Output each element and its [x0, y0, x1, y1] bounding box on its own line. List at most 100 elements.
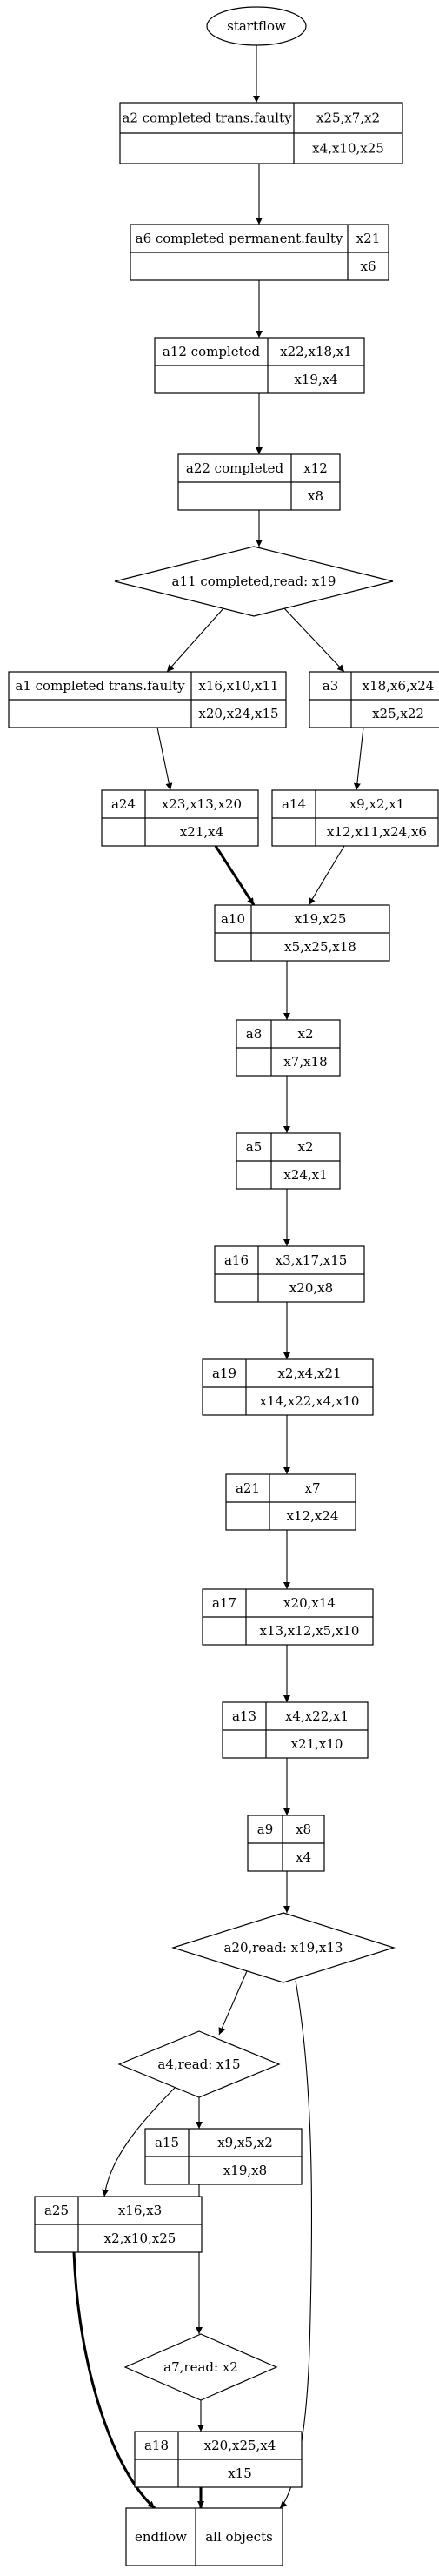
decision-diamond	[114, 546, 394, 617]
record-label: a1 completed trans.faulty	[15, 678, 185, 694]
record-label: a5	[246, 1139, 263, 1155]
record-node-a10: a10 x19,x25 x5,x25,x18	[214, 904, 390, 962]
record-node-a2: a2 completed trans.faulty x25,x7,x2 x4,x10…	[119, 102, 403, 164]
record-top-vars: x22,x18,x1	[280, 344, 352, 359]
record-label: a17	[212, 1595, 236, 1611]
record-top-vars: x2	[297, 1026, 313, 1042]
record-label: a13	[232, 1708, 256, 1724]
start-label: startflow	[227, 18, 286, 34]
record-bottom-vars: x13,x12,x5,x10	[260, 1623, 360, 1639]
record-node-a17: a17 x20,x14 x13,x12,x5,x10	[202, 1588, 374, 1646]
record-label: a14	[282, 796, 306, 812]
record-node-a15: a15 x9,x5,x2 x19,x8	[144, 2128, 303, 2185]
decision-label: a4,read: x15	[157, 2056, 240, 2072]
record-label: a9	[257, 1821, 274, 1837]
record-top-vars: x8	[296, 1821, 311, 1837]
edge-a24-to-a10	[214, 845, 256, 906]
record-bottom-vars: x21,x4	[180, 824, 223, 840]
edge-a3-to-a14	[353, 727, 364, 791]
record-top-vars: x25,x7,x2	[316, 111, 380, 126]
record-node-a14: a14 x9,x2,x1 x12,x11,x24,x6	[271, 789, 439, 847]
record-bottom-vars: x7,x18	[283, 1054, 327, 1070]
record-node-a3: a3 x18,x6,x24 x25,x22	[309, 671, 439, 728]
record-bottom-vars: x4	[296, 1849, 311, 1865]
record-label: a8	[246, 1026, 263, 1042]
record-bottom-vars: x25,x22	[372, 706, 424, 721]
record-label: a2 completed trans.faulty	[122, 111, 292, 126]
record-bottom-vars: x19,x8	[223, 2163, 267, 2178]
record-label: a6 completed permanent.faulty	[136, 231, 343, 246]
decision-node-a20: a20,read: x19,x13	[171, 1912, 396, 1983]
record-top-vars: x16,x10,x11	[198, 678, 278, 694]
record-bottom-vars: x8	[308, 488, 323, 504]
record-label: a21	[236, 1480, 260, 1496]
decision-diamond	[117, 2030, 281, 2098]
record-bottom-vars: x5,x25,x18	[284, 939, 356, 955]
record-node-a16: a16 x3,x17,x15 x20,x8	[214, 1245, 365, 1303]
record-label: a16	[224, 1252, 249, 1268]
record-top-vars: x18,x6,x24	[363, 678, 435, 694]
record-top-vars: x2,x4,x21	[277, 1365, 341, 1381]
record-top-vars: x20,x14	[283, 1595, 336, 1611]
record-top-vars: x2	[297, 1139, 313, 1155]
record-top-vars: x9,x2,x1	[349, 796, 405, 812]
record-label: a19	[212, 1365, 236, 1381]
end-left-label: endflow	[135, 2529, 187, 2545]
record-bottom-vars: x15	[228, 2465, 252, 2481]
record-bottom-vars: x20,x8	[289, 1280, 333, 1296]
decision-node-a11: a11 completed,read: x19	[114, 546, 394, 617]
record-node-a19: a19 x2,x4,x21 x14,x22,x4,x10	[202, 1358, 374, 1416]
record-label: a12 completed	[163, 344, 261, 359]
record-top-vars: x9,x5,x2	[217, 2135, 273, 2150]
record-label: a3	[323, 678, 339, 694]
record-label: a22 completed	[186, 460, 284, 476]
record-node-a22: a22 completed x12 x8	[177, 453, 341, 511]
decision-label: a7,read: x2	[163, 2359, 238, 2375]
record-top-vars: x21	[356, 231, 381, 246]
record-node-a21: a21 x7 x12,x24	[225, 1473, 356, 1531]
edge-a14-to-a10	[308, 845, 345, 906]
record-top-vars: x12	[303, 460, 328, 476]
record-label: a24	[111, 796, 136, 812]
edge-a11-to-a1	[166, 607, 225, 673]
record-bottom-vars: x24,x1	[283, 1167, 327, 1183]
decision-label: a20,read: x19,x13	[223, 1940, 343, 1955]
decision-label: a11 completed,read: x19	[172, 574, 336, 589]
record-top-vars: x19,x25	[295, 911, 347, 927]
record-label: a15	[155, 2135, 179, 2150]
start-ellipse	[206, 6, 307, 46]
edge-a20-to-end	[279, 1980, 313, 2509]
record-node-a6: a6 completed permanent.faulty x21 x6	[130, 224, 389, 281]
record-bottom-vars: x12,x24	[287, 1508, 339, 1524]
record-node-a5: a5 x2 x24,x1	[236, 1132, 341, 1190]
record-node-a8: a8 x2 x7,x18	[236, 1019, 341, 1077]
edge-a20-to-a4	[218, 1970, 248, 2036]
record-bottom-vars: x12,x11,x24,x6	[327, 824, 427, 840]
start-node: startflow	[206, 6, 307, 46]
record-node-a18: a18 x20,x25,x4 x15	[134, 2431, 303, 2488]
edge-a25-to-end	[72, 2251, 156, 2510]
end-frame	[125, 2507, 283, 2566]
edge-a11-to-a3	[283, 607, 345, 673]
record-top-vars: x16,x3	[118, 2203, 162, 2218]
record-bottom-vars: x4,x10,x25	[312, 141, 384, 157]
record-label: a10	[221, 911, 245, 927]
edge-a4-to-a25	[102, 2081, 182, 2197]
record-bottom-vars: x14,x22,x4,x10	[260, 1393, 360, 1409]
record-label: a18	[144, 2438, 169, 2453]
record-bottom-vars: x6	[360, 258, 376, 274]
record-node-a9: a9 x8 x4	[247, 1815, 325, 1872]
edge-a1-to-a24	[156, 727, 173, 791]
record-top-vars: x3,x17,x15	[276, 1252, 348, 1268]
decision-diamond	[123, 2333, 278, 2401]
record-top-vars: x7	[304, 1480, 320, 1496]
record-top-vars: x4,x22,x1	[285, 1708, 349, 1724]
record-top-vars: x20,x25,x4	[204, 2438, 276, 2453]
